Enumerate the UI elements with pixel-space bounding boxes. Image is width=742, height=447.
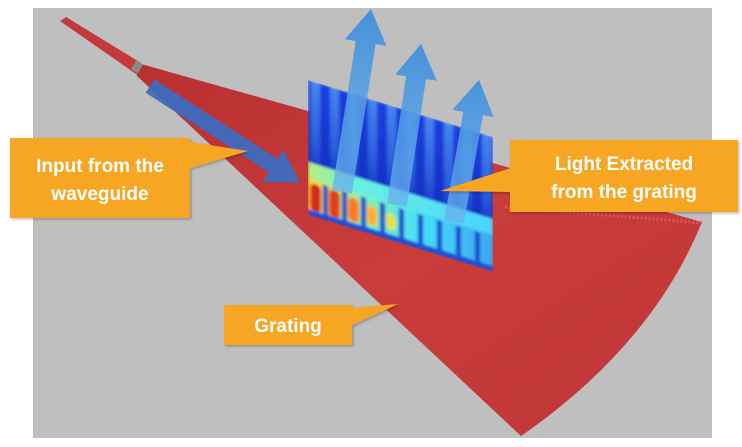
callout-input: Input from the waveguide [10, 138, 248, 218]
callout-input-box [10, 138, 190, 218]
extracted-light-arrow-icon [387, 44, 437, 207]
extracted-light-arrow-icon [332, 9, 387, 194]
callout-extracted: Light Extracted from the grating [440, 140, 738, 212]
callout-extracted-pointer [440, 167, 514, 192]
callout-extracted-line-2: from the grating [551, 182, 697, 203]
callout-input-line-2: waveguide [50, 184, 148, 205]
field-hotspots [310, 183, 396, 230]
callout-grating-label: Grating [254, 316, 322, 337]
field-column-gaps [323, 184, 480, 268]
input-waveguide [60, 17, 141, 74]
callout-grating: Grating [224, 304, 398, 345]
callout-extracted-box [510, 140, 738, 212]
callout-input-line-1: Input from the [36, 156, 164, 177]
field-bottom-fade [308, 209, 493, 272]
input-arrow-icon [145, 79, 300, 183]
callout-input-pointer [184, 141, 248, 170]
callout-extracted-line-1: Light Extracted [555, 154, 693, 175]
callout-grating-pointer [348, 304, 398, 327]
waveguide-marker [131, 60, 143, 74]
callout-grating-box [224, 305, 352, 345]
grating-fan [134, 62, 702, 436]
